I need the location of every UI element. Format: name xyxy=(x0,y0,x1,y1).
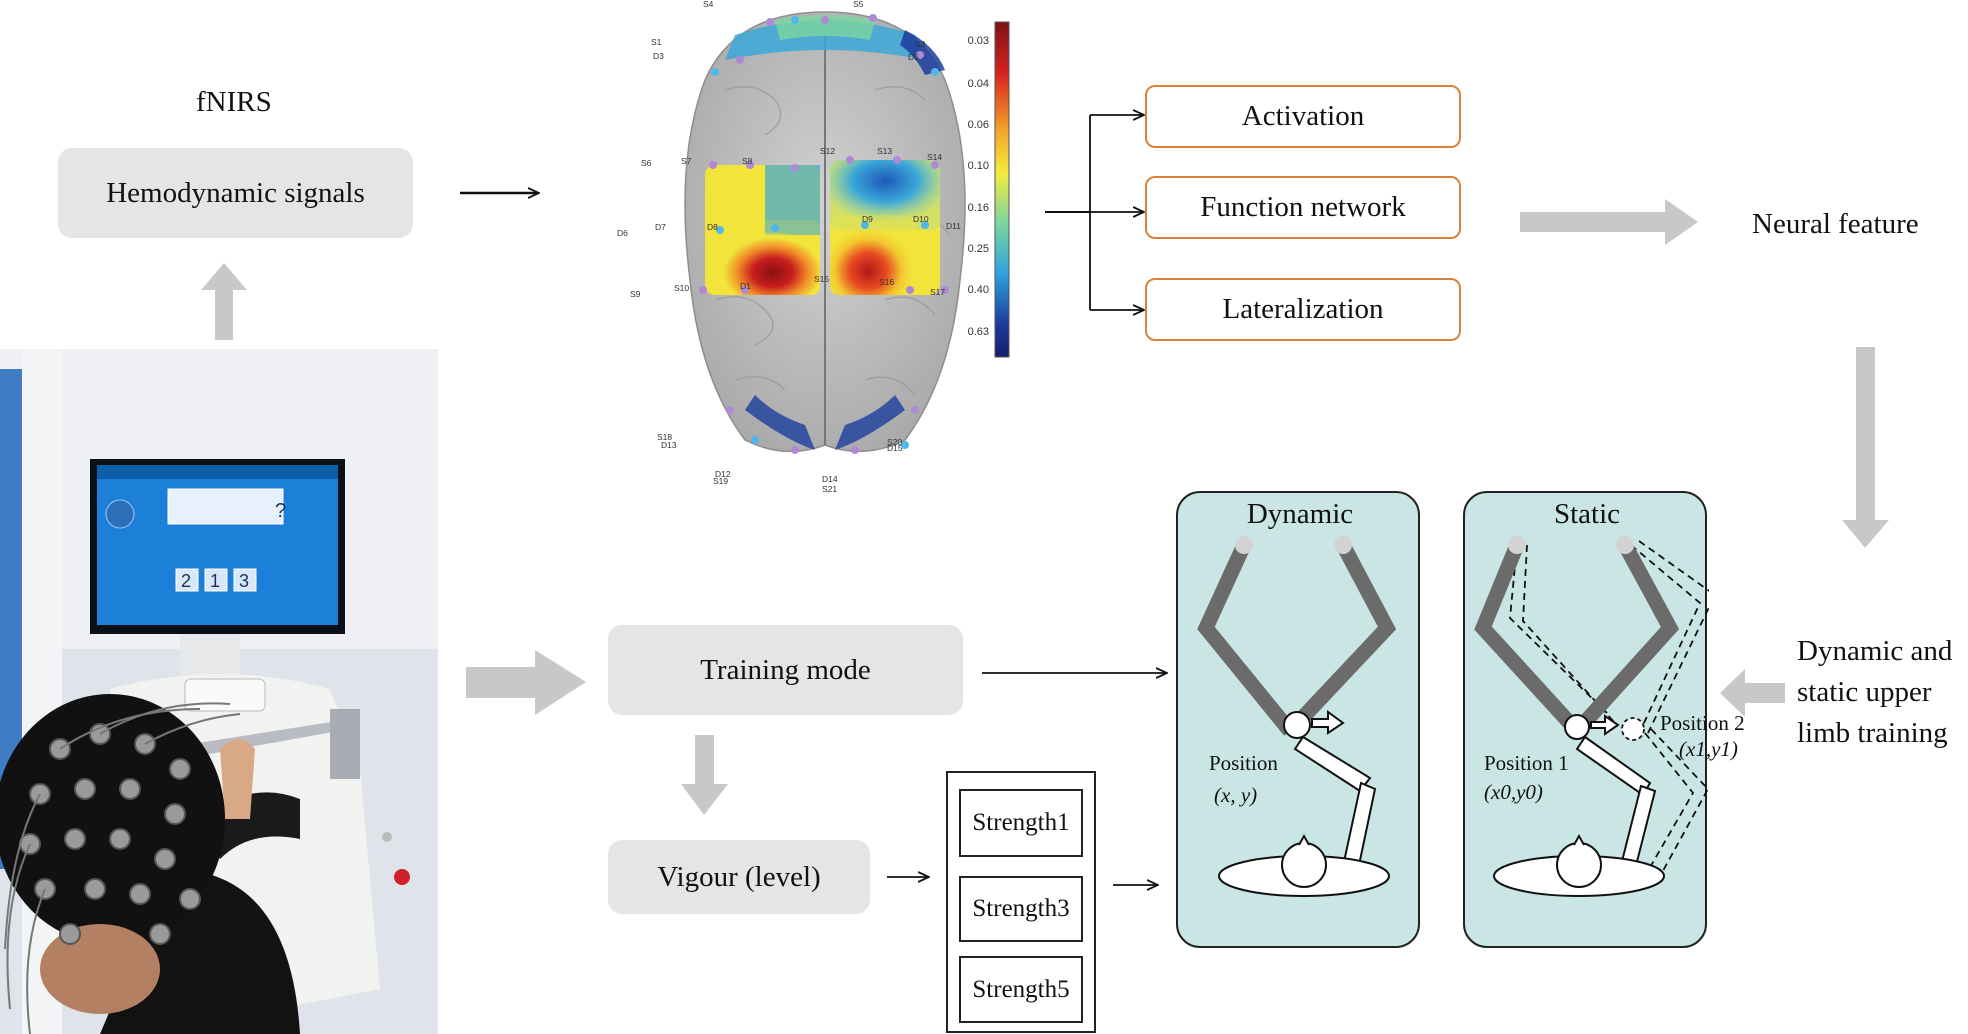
optode-label: S14 xyxy=(927,152,942,162)
optode-label: S3 xyxy=(915,39,926,49)
optode-label: D10 xyxy=(913,214,929,224)
strength1-label: Strength1 xyxy=(972,809,1070,836)
optode-label: S7 xyxy=(681,156,692,166)
optode-label: S21 xyxy=(822,484,837,494)
optode-label: D1 xyxy=(740,281,751,291)
arrow-photo-to-hemodynamic xyxy=(201,263,247,340)
colorbar-tick: 0.04 xyxy=(968,78,989,90)
static-title: Static xyxy=(1553,498,1621,530)
dynamic-static-line-2: static upper xyxy=(1797,676,1932,708)
colorbar-tick: 0.40 xyxy=(968,284,989,296)
optode-label: S19 xyxy=(713,476,728,486)
optode-label: D9 xyxy=(862,214,873,224)
vigour-box: Vigour (level) xyxy=(608,840,870,914)
static-position1-coords: (x0,y0) xyxy=(1484,780,1543,804)
function-network-label: Function network xyxy=(1200,191,1406,223)
optode-label: S12 xyxy=(820,146,835,156)
optode-label: D7 xyxy=(655,222,666,232)
vigour-label: Vigour (level) xyxy=(657,860,821,893)
optode-label: D11 xyxy=(946,221,961,231)
colorbar-tick: 0.03 xyxy=(968,35,989,47)
optode-label: D15 xyxy=(887,443,903,453)
lateralization-box: Lateralization xyxy=(1145,278,1461,341)
experiment-photo-illustration: ? 2 1 3 xyxy=(0,349,438,1034)
optode-label: S9 xyxy=(630,289,641,299)
colorbar-tick: 0.16 xyxy=(968,202,989,214)
optode-label: D13 xyxy=(661,440,677,450)
optode-labels: S4 S5 S1 D3 S3 D5 S6 S7 S8 S12 S13 S14 D… xyxy=(617,0,961,494)
lateralization-label: Lateralization xyxy=(1222,293,1384,325)
optode-label: S15 xyxy=(814,274,829,284)
svg-text:?: ? xyxy=(275,500,286,522)
optode-label: S1 xyxy=(651,37,662,47)
optode-label: S17 xyxy=(930,287,945,297)
fnirs-label: fNIRS xyxy=(196,86,272,118)
static-position1-label: Position 1 xyxy=(1484,751,1569,775)
activation-label: Activation xyxy=(1241,100,1365,132)
dynamic-position-label: Position xyxy=(1209,751,1278,775)
arrow-training-mode-to-vigour xyxy=(681,735,728,815)
dynamic-title: Dynamic xyxy=(1246,498,1354,530)
optode-label: D14 xyxy=(822,474,838,484)
activation-box: Activation xyxy=(1145,85,1461,148)
arrow-neural-feature-down xyxy=(1842,347,1889,548)
dynamic-panel: Dynamic Position (x, y) xyxy=(1176,491,1420,948)
hemodynamic-signals-label: Hemodynamic signals xyxy=(106,176,365,209)
optode-label: S6 xyxy=(641,158,652,168)
optode-label: S20 xyxy=(887,437,902,447)
dynamic-static-training-label: Dynamic and static upper limb training xyxy=(1797,631,1952,754)
optode-label: S5 xyxy=(853,0,864,9)
optode-label: D8 xyxy=(707,222,718,232)
arrow-to-static-panel xyxy=(1720,669,1785,717)
brain-illustration: S4 S5 S1 D3 S3 D5 S6 S7 S8 S12 S13 S14 D… xyxy=(617,0,1010,494)
screen-digit-3: 3 xyxy=(239,571,249,591)
optode-label: S18 xyxy=(657,432,672,442)
screen-digit-1: 2 xyxy=(181,571,191,591)
strength5-box: Strength5 xyxy=(959,956,1083,1023)
experiment-photo: ? 2 1 3 xyxy=(0,349,438,1034)
colorbar-ticks: 0.03 0.04 0.06 0.10 0.16 0.25 0.40 0.63 xyxy=(968,35,989,338)
neural-feature-label: Neural feature xyxy=(1752,208,1919,240)
optode-label: S10 xyxy=(674,283,689,293)
static-position2-label: Position 2 xyxy=(1660,711,1745,735)
colorbar-tick: 0.63 xyxy=(968,326,989,338)
training-mode-box: Training mode xyxy=(608,625,963,715)
static-arm-illustration xyxy=(1474,536,1709,897)
colorbar-tick: 0.25 xyxy=(968,243,989,255)
optode-label: S16 xyxy=(879,277,894,287)
strength1-box: Strength1 xyxy=(959,789,1083,857)
static-panel: Static Position 1 (x0,y0) Position 2 (x1… xyxy=(1463,491,1745,948)
training-mode-label: Training mode xyxy=(700,653,871,686)
strength3-box: Strength3 xyxy=(959,876,1083,942)
dynamic-position-coords: (x, y) xyxy=(1214,783,1258,807)
arrow-features-to-neural-feature xyxy=(1520,199,1698,245)
optode-label: D12 xyxy=(715,469,731,479)
optode-label: S8 xyxy=(742,156,753,166)
brain-activation-map: S4 S5 S1 D3 S3 D5 S6 S7 S8 S12 S13 S14 D… xyxy=(615,0,1035,500)
colorbar xyxy=(994,21,1010,358)
function-network-box: Function network xyxy=(1145,176,1461,239)
hemodynamic-signals-box: Hemodynamic signals xyxy=(58,148,413,238)
optode-label: D5 xyxy=(908,52,919,62)
screen-digit-2: 1 xyxy=(210,571,220,591)
dynamic-arm-illustration xyxy=(1197,536,1397,897)
colorbar-tick: 0.10 xyxy=(968,160,989,172)
dynamic-static-line-1: Dynamic and xyxy=(1797,635,1953,667)
optode-label: D3 xyxy=(653,51,664,61)
colorbar-tick: 0.06 xyxy=(968,119,989,131)
optode-label: S4 xyxy=(703,0,714,9)
arrow-photo-to-training-mode xyxy=(466,650,586,715)
strength5-label: Strength5 xyxy=(972,975,1070,1003)
dynamic-static-line-3: limb training xyxy=(1797,717,1948,749)
optode-label: S13 xyxy=(877,146,892,156)
optode-label: D6 xyxy=(617,228,628,238)
static-position2-coords: (x1,y1) xyxy=(1679,737,1738,761)
strength3-label: Strength3 xyxy=(972,895,1070,922)
